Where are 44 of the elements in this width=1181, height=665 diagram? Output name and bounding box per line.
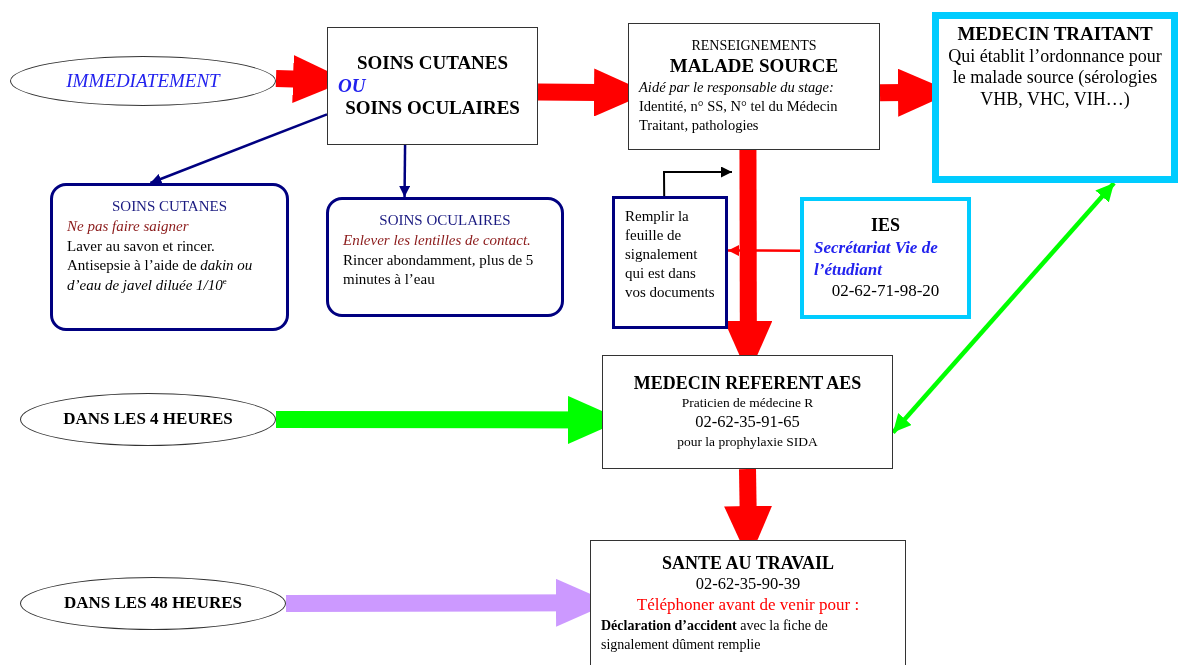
box-text: Aidé par le responsable du stage: Identité, n° SS, N° tel du Médecin Traitant, pathologies (639, 78, 839, 135)
double-arrow (891, 181, 1116, 434)
box-heading: MEDECIN TRAITANT (956, 23, 1154, 46)
instruction-box (326, 197, 564, 317)
arrow (728, 245, 800, 257)
timing-label: DANS LES 48 HEURES (62, 593, 244, 614)
box-text: 02-62-35-90-39 (694, 574, 802, 595)
arrow (663, 166, 733, 197)
timing-label: IMMEDIATEMENT (65, 69, 222, 93)
note-box (612, 196, 728, 329)
box-text: Antisepsie à l’aide de dakin ou d’eau de javel diluée 1/10$^{e}$ (67, 256, 254, 295)
contact-box (800, 197, 971, 319)
box-heading: MALADE SOURCE (668, 55, 840, 79)
box-text: 02-62-71-98-20 (830, 280, 941, 302)
box-text: Remplir la feuille de signalement qui est dans vos documents (625, 207, 715, 303)
box-heading: SOINS OCULAIRES (378, 211, 512, 230)
box-heading: SOINS CUTANES (355, 51, 510, 75)
box-text: Praticien de médecine R (680, 394, 815, 413)
box-text: OU (338, 74, 368, 98)
box-heading: MEDECIN REFERENT AES (632, 372, 863, 395)
box-text: Enlever les lentilles de contact. (343, 231, 532, 250)
box-heading: SOINS OCULAIRES (344, 97, 521, 121)
instruction-box (50, 183, 289, 331)
box-heading: SANTE AU TRAVAIL (660, 552, 836, 575)
contact-box (602, 355, 893, 469)
box-heading: IES (870, 214, 901, 237)
box-text: Déclaration d’accident avec la fiche de signalement dûment remplie (601, 617, 829, 655)
process-box (628, 23, 880, 150)
box-text: Secrétariat Vie de l’étudiant (814, 236, 939, 281)
box-text: Ne pas faire saigner (67, 217, 190, 236)
contact-box (932, 12, 1178, 183)
arrow (399, 145, 411, 197)
box-heading: RENSEIGNEMENTS (690, 38, 818, 56)
box-text: 02-62-35-91-65 (694, 412, 801, 434)
box-text: Laver au savon et rincer. (67, 236, 216, 256)
timing-label: DANS LES 4 HEURES (62, 409, 234, 430)
box-text: Qui établit l’ordonnance pour le malade source (sérologies VHB, VHC, VIH…) (947, 45, 1163, 111)
contact-box (590, 540, 906, 665)
process-box (327, 27, 538, 145)
arrow (149, 113, 328, 185)
box-heading: SOINS CUTANES (110, 197, 229, 216)
box-text: Rincer abondamment, plus de 5 minutes à l’eau (343, 250, 535, 289)
box-text: Téléphoner avant de venir pour : (635, 595, 861, 616)
box-text: pour la prophylaxie SIDA (676, 433, 819, 452)
